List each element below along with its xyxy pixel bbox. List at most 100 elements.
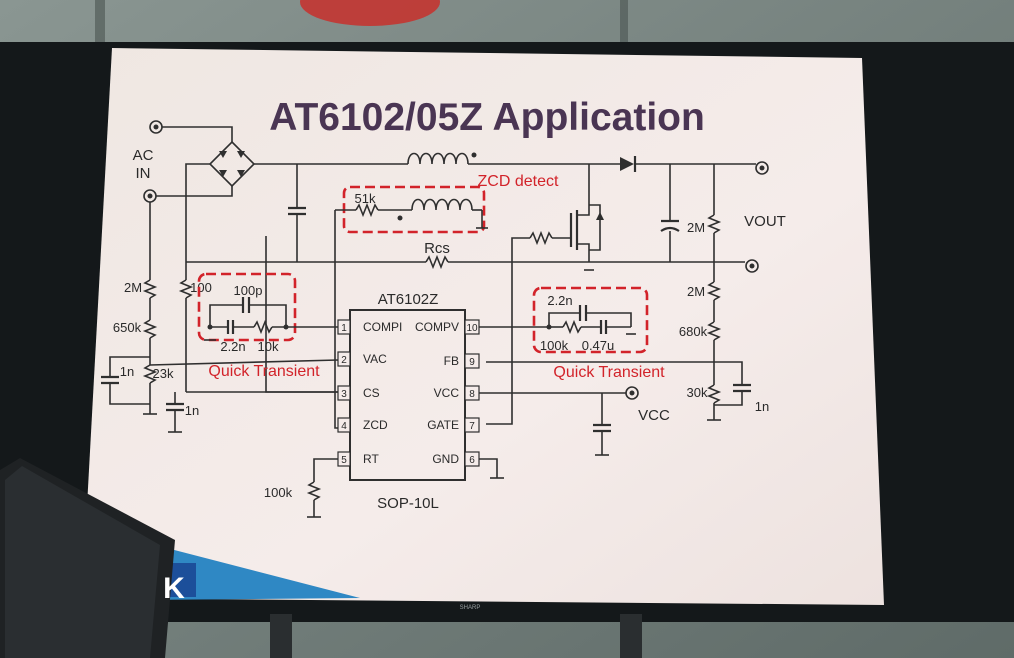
wire-c100p-right: [249, 304, 287, 327]
r30k-label: 30k: [687, 385, 708, 400]
ac-terminal-dot-bottom: [147, 193, 153, 199]
wire-ac-top: [162, 126, 233, 142]
c22n-left-label: 2.2n: [220, 339, 245, 354]
pin-box-9: [464, 353, 480, 369]
r100k-right-resistor: [562, 319, 582, 335]
rt-resistor: [306, 481, 322, 501]
c1n-right-label: 1n: [755, 399, 769, 414]
pin-9-number: 9: [469, 357, 475, 368]
r100k-right-label: 100k: [540, 338, 569, 353]
wire-fb-cap: [714, 361, 743, 385]
wire-gnd-pin: [479, 458, 498, 478]
inductor-dot: [471, 152, 477, 158]
pin-10-number: 10: [466, 323, 478, 334]
pin-8-number: 8: [469, 389, 475, 400]
r2m-left-label: 2M: [124, 280, 142, 295]
divider-2m-upper: [706, 214, 722, 234]
vcc-terminal: [625, 386, 639, 400]
r23k-resistor: [142, 364, 158, 384]
c1n-mid-label: 1n: [185, 403, 199, 418]
r650k-label: 650k: [113, 320, 142, 335]
zcd-auxiliary-winding: [411, 198, 473, 211]
pin-box-2: [337, 351, 351, 367]
pin-7-name: GATE: [427, 418, 459, 432]
pin-4-name: ZCD: [363, 418, 388, 432]
vcc-label: VCC: [638, 407, 670, 424]
foreground-laptop-lid: [5, 466, 160, 658]
r680k-label: 680k: [679, 324, 708, 339]
wire-vac-cap: [109, 356, 150, 377]
chip-package: SOP-10L: [377, 495, 439, 512]
mosfet-body-diode-wire: [589, 204, 601, 251]
chip-left-pins: 1 COMPI 2 VAC 3 CS 4 ZCD 5 RT: [337, 319, 402, 467]
pin-6-name: GND: [432, 452, 459, 466]
wire-gate-pin: [486, 237, 530, 425]
pin-10-name: COMPV: [415, 320, 459, 334]
compv-node-dot: [546, 324, 552, 330]
mosfet-drain-lead: [577, 205, 590, 216]
gate-resistor: [529, 230, 553, 246]
output-capacitor-plate-2: [660, 226, 680, 232]
vout-label: VOUT: [744, 213, 786, 230]
ac-terminal-dot-top: [153, 124, 159, 130]
quick-transient-left-label: Quick Transient: [208, 363, 320, 380]
ac-label: AC: [133, 147, 154, 164]
wire-bridge-negative: [185, 163, 210, 236]
output-cap-label: 2M: [687, 220, 705, 235]
pin-3-name: CS: [363, 386, 380, 400]
wall-red-sign: [300, 0, 440, 26]
left-compensation-highlight-box: [197, 272, 297, 342]
r10k-resistor: [253, 319, 273, 335]
pin-3-number: 3: [341, 389, 347, 400]
wire-fb-cap-ground: [714, 391, 743, 406]
pin-8-name: VCC: [434, 386, 460, 400]
c047u-label: 0.47u: [582, 338, 615, 353]
r23k-label: 23k: [153, 366, 174, 381]
pin-1-name: COMPI: [363, 320, 402, 334]
boost-inductor: [407, 152, 469, 165]
r100-label: 100: [190, 280, 212, 295]
pin-9-name: FB: [444, 354, 459, 368]
c1n-left-label: 1n: [120, 364, 134, 379]
r51k-label: 51k: [355, 191, 376, 206]
chip-right-pins: 10 COMPV 9 FB 8 VCC 7 GATE 6 GND: [415, 319, 480, 467]
pin-2-name: VAC: [363, 352, 387, 366]
pin-box-4: [337, 417, 351, 433]
monitor-stand-right: [620, 614, 642, 658]
wire-c22n-right-right: [586, 312, 632, 327]
pin-7-number: 7: [469, 421, 475, 432]
wire-vac-cap-ground: [109, 383, 150, 405]
vout-terminal-bottom: [745, 259, 759, 273]
bridge-diode-2: [237, 151, 245, 158]
rcs-label: Rcs: [424, 240, 450, 257]
quick-transient-right-label: Quick Transient: [553, 364, 665, 381]
slide-title: AT6102/05Z Application: [269, 96, 705, 139]
bridge-diode-4: [237, 170, 245, 177]
in-label: IN: [136, 165, 151, 182]
divider-2m-lower: [706, 281, 722, 301]
pin-5-number: 5: [341, 455, 347, 466]
wire-c100p-left: [209, 304, 243, 327]
pin-4-number: 4: [341, 421, 347, 432]
bridge-diode-3: [219, 170, 227, 177]
r650k-resistor: [142, 319, 158, 339]
window-frame: [95, 0, 105, 45]
vcc-terminal-dot: [629, 390, 635, 396]
r51k-resistor: [355, 202, 379, 218]
monitor-stand-left: [270, 614, 292, 658]
rcs-resistor: [425, 254, 449, 270]
wire-vac-pin: [149, 359, 339, 366]
boost-diode-icon: [620, 157, 634, 171]
compi-ground-node-dot: [207, 324, 213, 330]
right-compensation-highlight-box: [532, 286, 649, 354]
mosfet-source-lead: [577, 243, 590, 262]
r100k-rt-label: 100k: [264, 485, 293, 500]
vout-terminal-bottom-dot: [749, 263, 755, 269]
pin-6-number: 6: [469, 455, 475, 466]
vout-terminal-top: [755, 161, 769, 175]
monitor-brand-text: SHARP: [460, 605, 481, 611]
vout-terminal-top-dot: [759, 165, 765, 171]
pin-box-3: [337, 385, 351, 401]
r100-resistor: [178, 279, 194, 299]
